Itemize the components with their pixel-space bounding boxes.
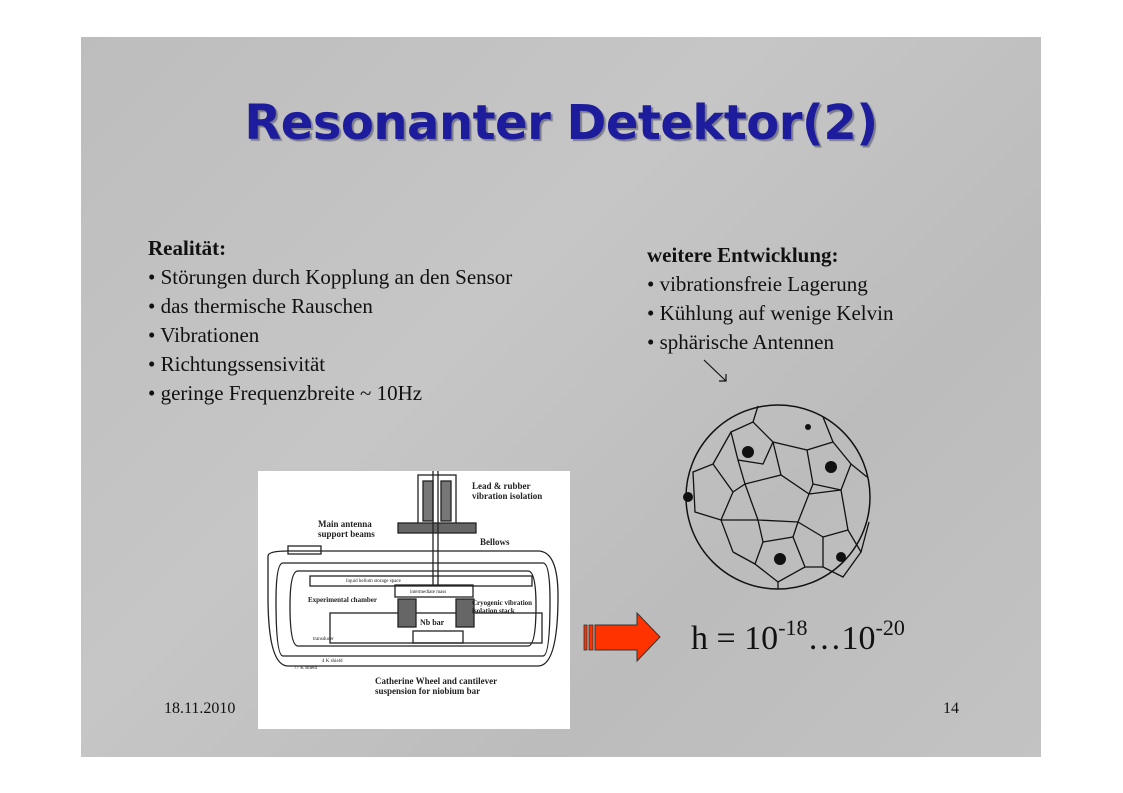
slide-title: Resonanter Detektor(2) bbox=[244, 95, 878, 151]
slide: Resonanter Detektor(2) Realität: • Störu… bbox=[81, 37, 1041, 757]
bullet-item: • vibrationsfreie Lagerung bbox=[647, 272, 868, 296]
label-support-beams: Main antenna support beams bbox=[318, 519, 375, 539]
page-number: 14 bbox=[943, 700, 959, 717]
label-helium: liquid helium storage space bbox=[346, 579, 401, 584]
footer-date: 18.11.2010 bbox=[164, 700, 236, 717]
bullet-item: • Richtungssensivität bbox=[148, 352, 326, 376]
bullet-item: • Kühlung auf wenige Kelvin bbox=[647, 301, 894, 325]
right-heading: weitere Entwicklung: bbox=[647, 243, 839, 267]
detector-diagram: Lead & rubber vibration isolation Main a… bbox=[258, 471, 570, 729]
label-catherine-wheel: Catherine Wheel and cantilever suspensio… bbox=[375, 676, 497, 696]
bullet-item: • geringe Frequenzbreite ~ 10Hz bbox=[148, 381, 423, 405]
formula-exponent: -18 bbox=[778, 615, 808, 640]
label-intermediate-mass: intermediate mass bbox=[410, 590, 447, 595]
label-4k-shield: 4 K shield bbox=[322, 659, 343, 664]
detector-drawing-icon bbox=[267, 471, 559, 667]
bullet-item: • sphärische Antennen bbox=[647, 330, 834, 354]
spherical-antenna-icon bbox=[683, 404, 871, 590]
label-experimental-chamber: Experimental chamber bbox=[308, 596, 378, 604]
pointer-arrow-icon bbox=[703, 359, 727, 382]
label-transducer: transducer bbox=[313, 637, 334, 642]
strain-formula: h = 10-18…10-20 bbox=[691, 615, 905, 658]
bullet-item: • Vibrationen bbox=[148, 323, 260, 347]
formula-base: h = 10 bbox=[691, 620, 779, 657]
right-text-block: weitere Entwicklung: • vibrationsfreie L… bbox=[647, 241, 893, 357]
label-77k-shield: 77 K shield bbox=[294, 666, 318, 671]
left-heading: Realität: bbox=[148, 236, 227, 260]
right-arrow-icon bbox=[583, 611, 661, 663]
label-cryogenic-stack: Cryogenic vibration isolation stack bbox=[472, 599, 533, 615]
formula-exponent: -20 bbox=[875, 615, 905, 640]
label-nb-bar: Nb bar bbox=[420, 618, 445, 627]
label-lead-rubber: Lead & rubber vibration isolation bbox=[472, 481, 543, 501]
left-text-block: Realität: • Störungen durch Kopplung an … bbox=[148, 234, 512, 408]
formula-base: …10 bbox=[807, 620, 876, 657]
bullet-item: • Störungen durch Kopplung an den Sensor bbox=[148, 265, 513, 289]
bullet-item: • das thermische Rauschen bbox=[148, 294, 373, 318]
label-bellows: Bellows bbox=[480, 537, 510, 547]
